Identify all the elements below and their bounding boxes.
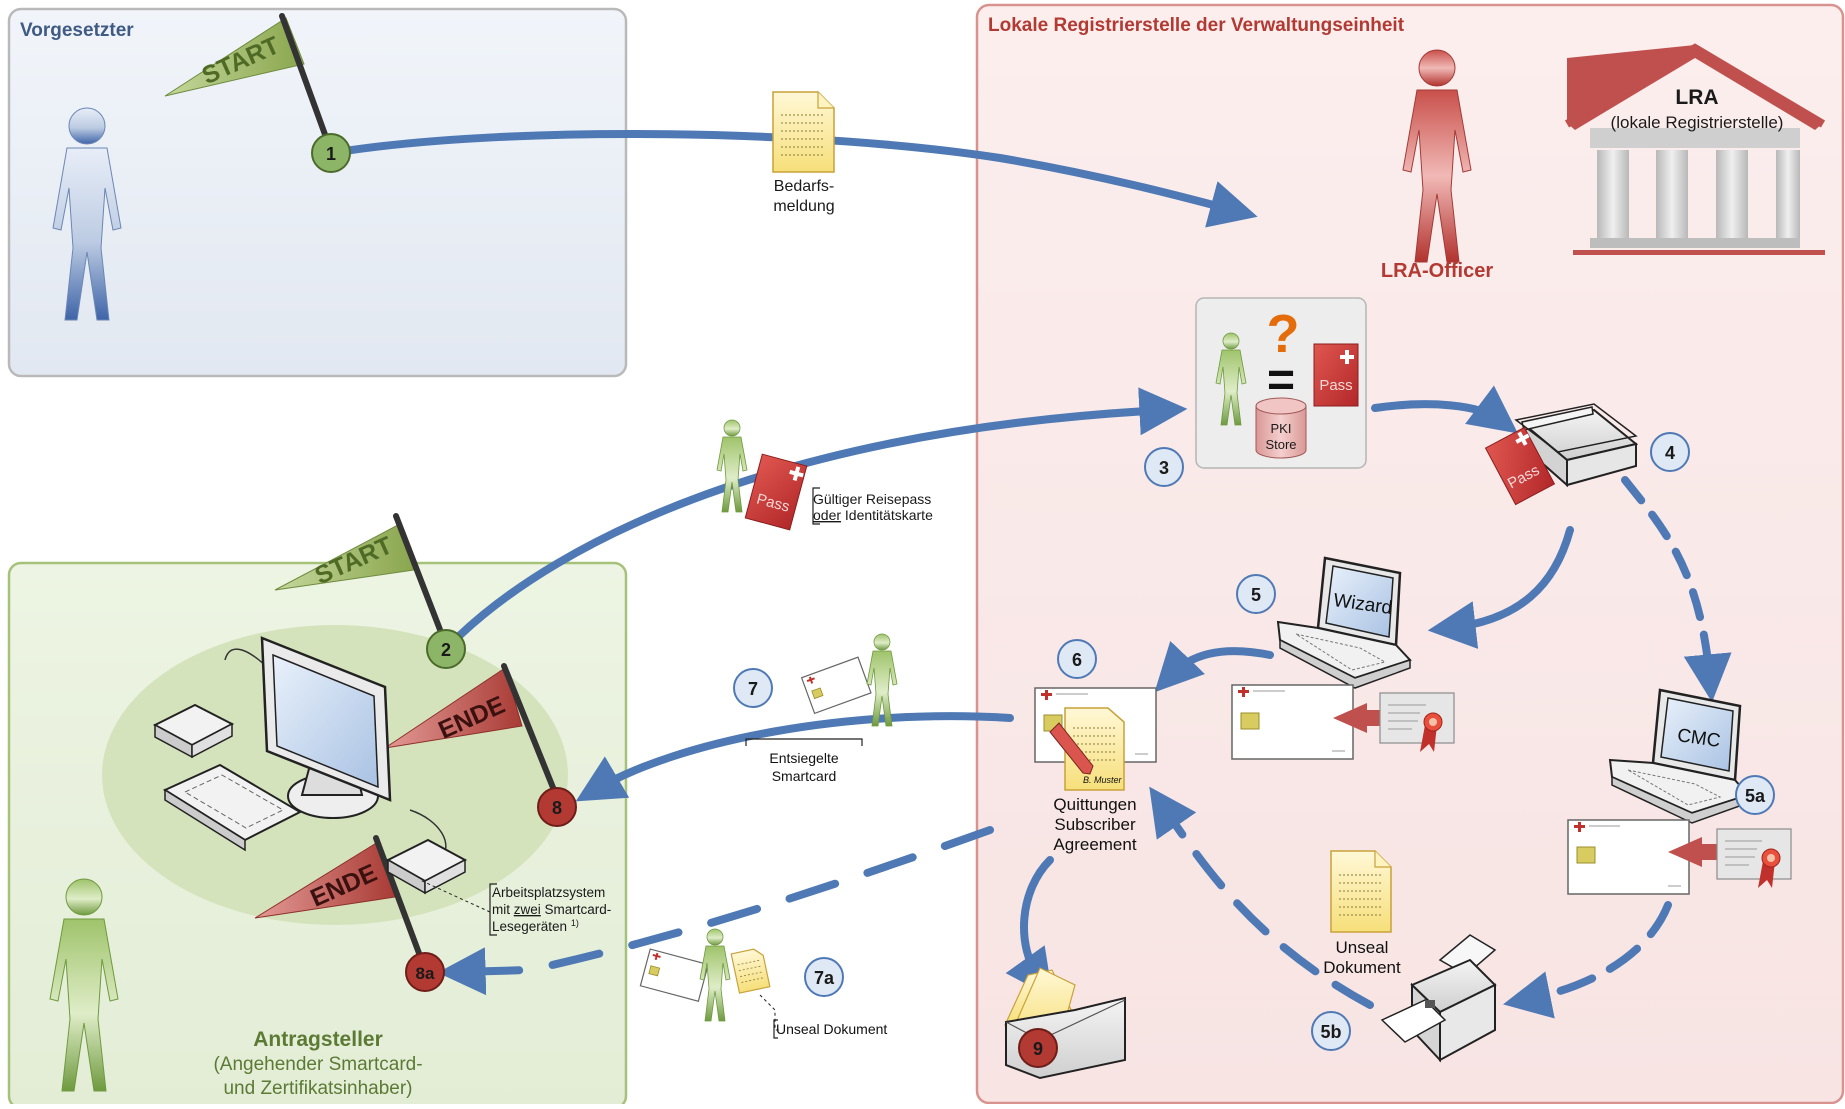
certificate-step5-icon: [1333, 692, 1455, 752]
reisepass-note-bracket: [812, 487, 820, 525]
smartcard-step5a-icon: [1567, 819, 1690, 895]
workstation-note-footnote: 1): [571, 918, 579, 928]
unseal-document-icon: [1330, 850, 1392, 933]
arrow-step-3-to-4: [1371, 385, 1518, 434]
supervisor-zone-title: Vorgesetzter: [20, 20, 134, 41]
unseal-document-label-1: Unseal: [1336, 938, 1389, 957]
workstation-note-line-2: mit zwei Smartcard-: [492, 902, 611, 917]
certificate-step5a-icon: [1668, 828, 1792, 888]
arrow-step-2: [454, 387, 1188, 641]
step-8-label: 8: [552, 798, 562, 818]
reisepass-note-line-2: oder Identitätskarte: [813, 507, 933, 523]
receipt-label-2: Subscriber: [1054, 815, 1136, 834]
arrow-step-4-to-5: [1427, 526, 1574, 649]
step-7a-badge: 7a: [804, 957, 844, 997]
arrow-step-6-to-8a: [437, 826, 994, 996]
smartcard-note-bracket: [745, 738, 863, 746]
step-4-badge: 4: [1650, 432, 1690, 472]
workstation-note-bracket: [489, 883, 497, 936]
step-5b-badge: 5b: [1311, 1011, 1351, 1051]
smartcard-note-line-1: Entsiegelte: [769, 750, 838, 766]
reisepass-note-line-1: Gültiger Reisepass: [813, 491, 931, 507]
lra-building-icon: [1564, 43, 1826, 255]
arrow-step-4-to-5a: [1621, 476, 1732, 703]
applicant-with-unseal-document-icon: [639, 928, 771, 1022]
flow-arrows: [341, 130, 1732, 1019]
pass-label-2: Pass: [1319, 377, 1352, 394]
receipt-signing-icon: B. Muster: [1034, 687, 1157, 791]
applicant-subtitle-2: und Zertifikatsinhaber): [223, 1078, 412, 1099]
supervisor-zone: [7, 7, 628, 378]
step-8a-badge: 8a: [405, 952, 445, 992]
workstation-icon: [152, 636, 468, 895]
lra-zone-title: Lokale Registrierstelle der Verwaltungse…: [988, 15, 1405, 36]
bedarfsmeldung-label-1: Bedarfs-: [774, 178, 834, 195]
applicant-subtitle-1: (Angehender Smartcard-: [213, 1054, 422, 1075]
bedarfsmeldung-document-icon: [772, 91, 835, 173]
bedarfsmeldung-label-2: meldung: [773, 198, 834, 215]
step-4-label: 4: [1665, 443, 1675, 463]
step-6-label: 6: [1072, 650, 1082, 670]
step-5b-label: 5b: [1320, 1022, 1341, 1042]
printer-icon: [1380, 934, 1497, 1063]
reisepass-note-underline: oder: [813, 507, 841, 523]
receipt-label-3: Agreement: [1053, 835, 1136, 854]
step-8-badge: 8: [537, 787, 577, 827]
identity-check-box: ? = Pass PKI Store: [1195, 297, 1367, 469]
workstation-note-line-2b: Smartcard-: [541, 902, 612, 917]
step-6-badge: 6: [1057, 639, 1097, 679]
lra-building-title: LRA: [1675, 86, 1718, 109]
unseal-note-bracket: [773, 1019, 778, 1039]
applicant-with-pass-icon: Pass: [716, 419, 808, 531]
unseal-note-label: Unseal Dokument: [776, 1021, 887, 1037]
applicant-title: Antragsteller: [253, 1028, 383, 1051]
pass-card-icon: Pass: [1313, 343, 1359, 407]
pki-label-1: PKI: [1271, 421, 1292, 436]
step-9-badge: 9: [1018, 1028, 1058, 1068]
step-3-label: 3: [1159, 458, 1169, 478]
lra-officer-label: LRA-Officer: [1381, 260, 1493, 282]
smartcard-note-line-2: Smartcard: [772, 768, 837, 784]
question-mark: ?: [1267, 304, 1300, 364]
arrow-step-5-to-6: [1154, 640, 1274, 693]
pki-label-2: Store: [1265, 437, 1296, 452]
pki-store-icon: [1255, 397, 1307, 459]
workstation-note-line-3: Lesegeräten 1): [492, 918, 579, 934]
step-7a-label: 7a: [814, 968, 835, 988]
lra-building-subtitle: (lokale Registrierstelle): [1611, 113, 1784, 132]
step-9-label: 9: [1033, 1039, 1043, 1059]
step-1-label: 1: [326, 144, 336, 164]
step-5-badge: 5: [1236, 574, 1276, 614]
step-7-badge: 7: [733, 668, 773, 708]
applicant-with-smartcard-icon: [800, 633, 898, 727]
step-5-label: 5: [1251, 585, 1261, 605]
step-5a-label: 5a: [1745, 786, 1766, 806]
workstation-note-line-2-underline: zwei: [514, 902, 541, 917]
cmc-laptop-icon: [1608, 688, 1750, 824]
step-5a-badge: 5a: [1735, 775, 1775, 815]
workstation-note-line-1: Arbeitsplatzsystem: [492, 885, 605, 900]
arrow-step-5a-to-5b: [1503, 901, 1672, 1019]
reisepass-note-rest: Identitätskarte: [841, 507, 933, 523]
smartcard-step5-icon: [1231, 684, 1354, 760]
step-8a-label: 8a: [416, 964, 435, 983]
wizard-laptop-icon: [1276, 556, 1412, 689]
arrow-step-6-to-9: [1005, 856, 1054, 999]
step-1-badge: 1: [311, 133, 351, 173]
step-2-label: 2: [441, 640, 451, 660]
step-2-badge: 2: [426, 629, 466, 669]
workstation-note-line-2a: mit: [492, 902, 514, 917]
scanner-icon: Pass: [1484, 403, 1639, 506]
arrow-step-5b-to-6: [1149, 786, 1374, 1009]
receipt-label-1: Quittungen: [1053, 795, 1136, 814]
workstation-note-line-3a: Lesegeräten: [492, 919, 571, 934]
unseal-document-label-2: Dokument: [1323, 958, 1401, 977]
arrow-step-1: [341, 130, 1258, 228]
signature-text: B. Muster: [1083, 775, 1123, 785]
step-7-label: 7: [748, 679, 758, 699]
step-3-badge: 3: [1144, 447, 1184, 487]
arrow-step-6-to-8: [575, 712, 1014, 802]
